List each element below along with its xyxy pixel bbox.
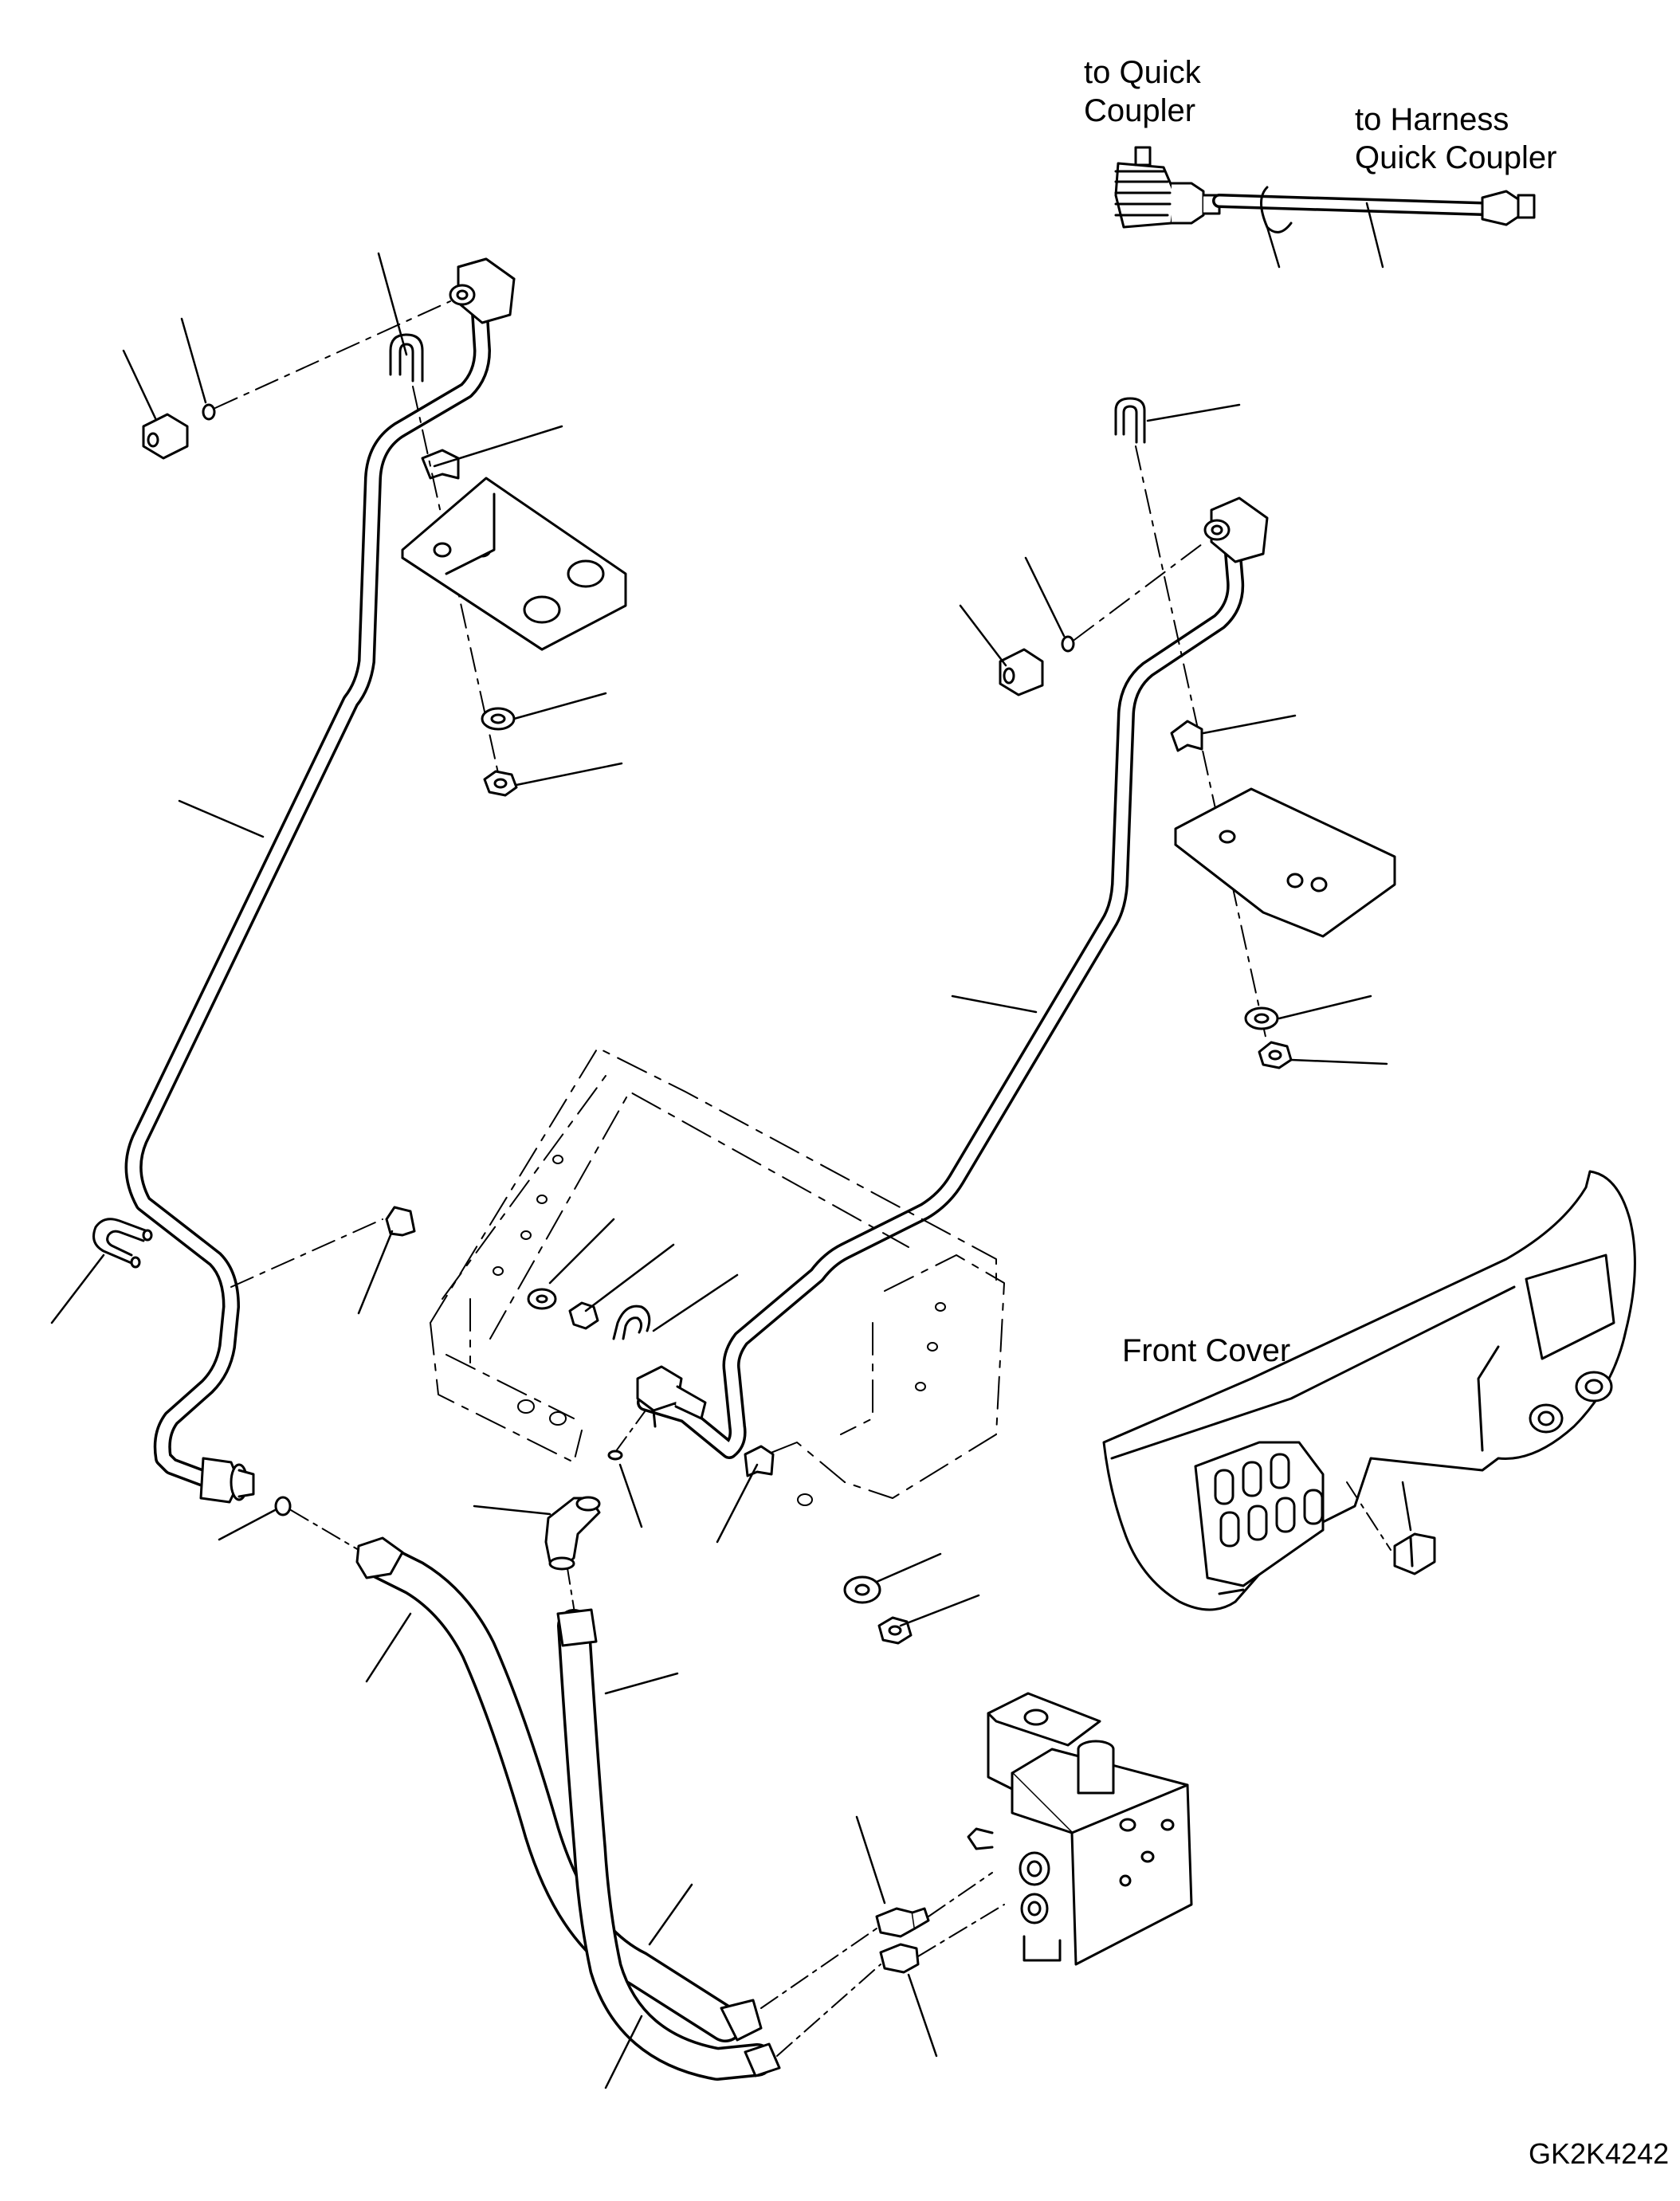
top-right-clamp: [1170, 720, 1203, 752]
left-clamp: [385, 1206, 416, 1237]
hose-2: [557, 1609, 774, 2081]
hose-end-fittings: [720, 1999, 781, 2077]
top-right-u-bolt: [1114, 397, 1146, 444]
left-tube-end-fitting: [199, 1457, 255, 1504]
tee-fitting: [636, 1365, 707, 1428]
center-clamp: [744, 1445, 775, 1477]
hose-1: [364, 1544, 744, 2042]
quick-coupler-solenoid: [1114, 146, 1221, 229]
right-hydraulic-tube: [637, 525, 1245, 1459]
center-u-bolt: [612, 1305, 651, 1340]
left-hydraulic-tube: [124, 278, 491, 1487]
center-right-washer: [843, 1575, 881, 1604]
center-right-hex-nut: [877, 1616, 913, 1645]
hose-1-crimp: [355, 1536, 404, 1579]
top-right-hex-nut: [1258, 1041, 1293, 1069]
top-left-hex-nut: [483, 770, 518, 797]
top-left-nut: [142, 413, 189, 460]
leader-lines: [50, 202, 1412, 2089]
hose-2-crimp: [556, 1608, 598, 1647]
left-u-bolt: [92, 1218, 153, 1269]
solenoid-valve-block: [967, 1692, 1193, 1966]
label-to-harness-1: to Harness: [1355, 102, 1509, 137]
top-left-washer: [481, 707, 516, 731]
harness-cable: [1212, 194, 1490, 216]
adapter-o-ring: [607, 1450, 623, 1461]
top-left-oring: [202, 403, 216, 421]
harness-connector: [1481, 190, 1536, 226]
hose-left-o-ring: [274, 1496, 292, 1516]
central-frame-phantom: [430, 1047, 1005, 1499]
straight-adapter-upper: [875, 1907, 930, 1938]
drawing-number: GK2K4242: [1529, 2137, 1670, 2170]
elbow-45-fitting: [544, 1496, 601, 1571]
center-washer: [527, 1288, 557, 1310]
right-tube-elbow-fitting: [1203, 496, 1269, 563]
top-right-oring: [1061, 635, 1075, 653]
label-to-harness-2: Quick Coupler: [1355, 140, 1557, 175]
label-front-cover: Front Cover: [1122, 1333, 1291, 1368]
center-hex-nut: [568, 1301, 599, 1330]
front-cover-switch: [1393, 1532, 1436, 1575]
front-cover: [1102, 1170, 1636, 1611]
top-right-nut: [999, 648, 1044, 696]
top-right-bracket: [1174, 787, 1396, 938]
top-right-washer: [1244, 1006, 1279, 1030]
top-left-bracket: [401, 477, 627, 651]
label-to-quick-coupler-1: to Quick: [1084, 55, 1201, 90]
label-to-quick-coupler-2: Coupler: [1084, 93, 1196, 128]
left-tube-elbow-fitting: [449, 257, 516, 324]
straight-adapter-lower: [879, 1943, 920, 1974]
central-frame-holes: [493, 1155, 946, 1506]
top-left-u-bolt: [389, 333, 424, 383]
